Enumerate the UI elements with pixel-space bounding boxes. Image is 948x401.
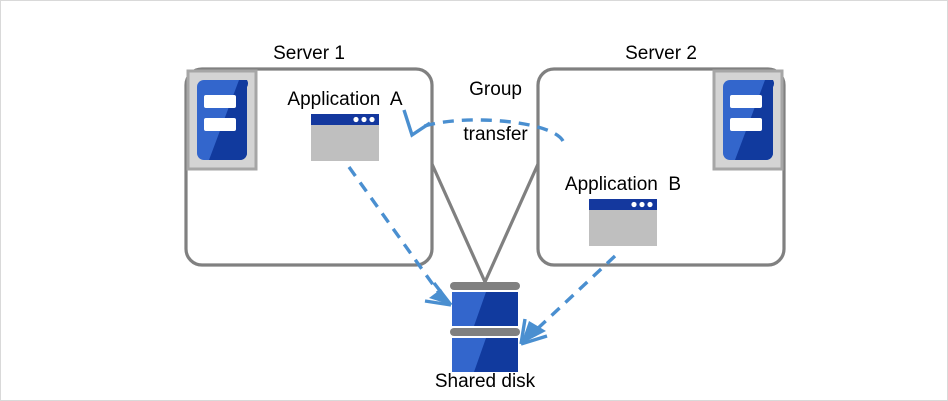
application-b-label: Application B	[564, 174, 682, 195]
group-transfer-arrow	[402, 109, 565, 143]
server-icon-server2	[712, 69, 784, 171]
group-transfer-label-line2: transfer	[463, 124, 528, 146]
server-icon-server1	[186, 69, 258, 171]
application-window-icon-b[interactable]	[589, 199, 657, 246]
connector-server2-to-disk	[483, 163, 540, 283]
connector-server1-to-disk	[430, 163, 487, 283]
group-transfer-label-line1: Group	[469, 79, 522, 101]
server2-label: Server 2	[625, 43, 697, 64]
application-a-label: Application A	[287, 89, 403, 110]
group-transfer-label: Group transfer	[429, 57, 541, 169]
shared-disk-label: Shared disk	[434, 371, 536, 392]
app-a-to-disk-arrow	[347, 166, 453, 307]
application-window-icon-a[interactable]	[311, 114, 379, 161]
disk-stack-icon[interactable]	[450, 282, 520, 372]
app-b-to-disk-arrow	[519, 254, 617, 346]
server1-label: Server 1	[273, 43, 345, 64]
